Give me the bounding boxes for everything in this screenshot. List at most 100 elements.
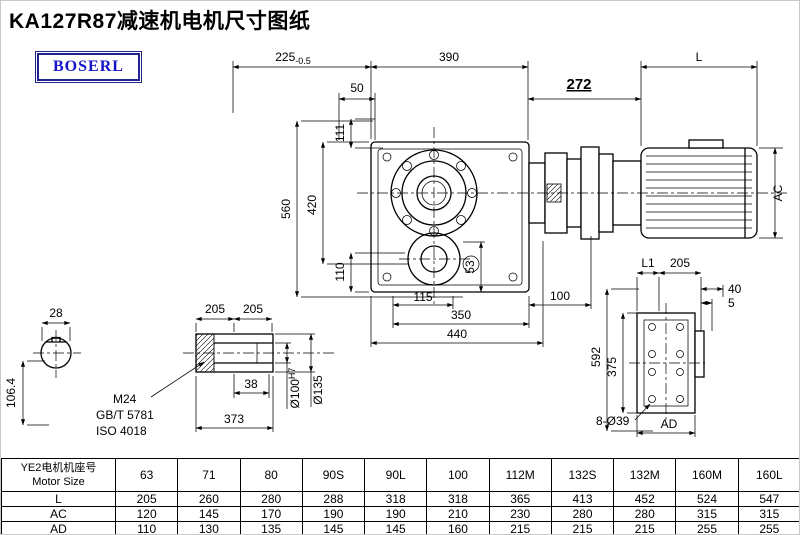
value-cell: 365 [488,491,552,507]
dim-28: 28 [49,306,63,320]
row-label-L: L [1,491,116,507]
motor-size-header-cn: YE2电机机座号 [20,462,97,474]
value-cell: 170 [239,506,303,522]
row-label-AC: AC [1,506,116,522]
dim-115: 115 [413,290,432,304]
dim-111: 111 [333,124,347,143]
brand-logo: BOSERL [35,51,142,83]
dim-AD: AD [661,417,678,431]
motor-terminal-box [688,139,724,149]
value-cell: 135 [239,521,303,534]
value-cell: 255 [737,521,799,534]
size-col-header: 112M [488,458,552,492]
table-row-L: L 205 260 280 288 318 318 365 413 452 52… [1,491,799,507]
size-col-header: 100 [426,458,490,492]
dim-50: 50 [350,81,364,95]
thread-label: M24 [113,392,137,406]
value-cell: 318 [364,491,428,507]
table-header-row: YE2电机机座号 Motor Size 63 71 80 90S 90L 100… [1,458,799,492]
value-cell: 145 [364,521,428,534]
dim-350: 350 [451,308,471,322]
motor-fins [646,155,752,229]
main-view-centerlines [357,127,787,306]
dim-L1: L1 [641,256,655,270]
dim-205-b: 205 [243,302,263,316]
value-cell: 280 [239,491,303,507]
value-cell: 130 [177,521,241,534]
motor-rear-view: L1 205 40 5 592 375 8-Ø39 AD [589,256,742,437]
dim-53: 53 [463,260,477,274]
value-cell: 215 [613,521,677,534]
technical-drawing: 225-0.5 390 50 272 L AC 560 420 111 110 … [4,50,787,438]
table-row-AC: AC 120 145 170 190 190 210 230 280 280 3… [1,506,799,522]
dim-420: 420 [305,195,319,215]
dim-373: 373 [224,412,244,426]
value-cell: 547 [737,491,799,507]
dim-od135: Ø135 [311,375,325,405]
value-cell: 315 [737,506,799,522]
main-view-dimension-lines [232,61,783,347]
value-cell: 190 [301,506,366,522]
dim-106-4: 106.4 [4,378,18,408]
value-cell: 315 [675,506,739,522]
size-col-header: 71 [177,458,241,492]
dim-5: 5 [728,296,735,310]
value-cell: 260 [177,491,241,507]
dim-560: 560 [279,199,293,219]
table-row-AD: AD 110 130 135 145 145 160 215 215 215 2… [1,521,799,534]
dim-40: 40 [728,282,742,296]
value-cell: 145 [301,521,366,534]
dim-holes: 8-Ø39 [596,414,630,428]
standard-gb: GB/T 5781 [96,408,154,422]
motor-size-table: YE2电机机座号 Motor Size 63 71 80 90S 90L 100… [1,458,799,534]
size-col-header: 132M [613,458,677,492]
shaft-section-view: 28 106.4 [4,306,81,426]
dim-38: 38 [244,377,258,391]
size-col-header: 160M [675,458,739,492]
dim-225: 225-0.5 [275,50,311,66]
dim-375: 375 [605,357,619,377]
value-cell: 230 [488,506,552,522]
value-cell: 255 [675,521,739,534]
value-cell: 524 [675,491,739,507]
dim-592: 592 [589,347,603,367]
standard-iso: ISO 4018 [96,424,147,438]
dim-272: 272 [566,76,591,93]
value-cell: 280 [550,506,615,522]
dim-100: 100 [550,289,570,303]
value-cell: 145 [177,506,241,522]
dim-205-c: 205 [670,256,690,270]
size-col-header: 80 [239,458,303,492]
value-cell: 452 [613,491,677,507]
value-cell: 190 [364,506,428,522]
dim-390: 390 [439,50,459,64]
dim-110: 110 [333,262,347,281]
dim-L: L [696,50,703,64]
value-cell: 215 [550,521,615,534]
value-cell: 160 [426,521,490,534]
shaft-detail-view: 205 205 38 373 M24 GB/T 5781 ISO 4018 Ø1… [96,302,335,438]
value-cell: 280 [613,506,677,522]
motor-size-header-en: Motor Size [32,476,85,488]
size-col-header: 132S [550,458,615,492]
value-cell: 110 [114,521,179,534]
value-cell: 210 [426,506,490,522]
value-cell: 413 [550,491,615,507]
main-view-dimension-labels: 225-0.5 390 50 272 L AC 560 420 111 110 … [275,50,785,341]
size-col-header: 90L [364,458,428,492]
value-cell: 288 [301,491,366,507]
gearbox-front-view [370,139,758,293]
page-title: KA127R87减速机电机尺寸图纸 [9,10,311,33]
dim-bore: Ø100H7 [287,368,302,409]
dim-440: 440 [447,327,467,341]
value-cell: 120 [114,506,179,522]
value-cell: 205 [114,491,179,507]
size-col-header: 90S [301,458,366,492]
value-cell: 318 [426,491,490,507]
size-col-header: 63 [114,458,179,492]
row-label-AD: AD [1,521,116,534]
dim-AC: AC [771,184,785,201]
motor-size-header: YE2电机机座号 Motor Size [1,458,116,492]
dim-205-a: 205 [205,302,225,316]
